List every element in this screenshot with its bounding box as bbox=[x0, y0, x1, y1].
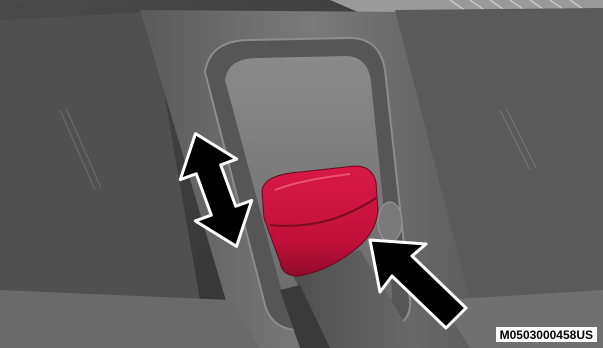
adjuster-release-tab bbox=[378, 202, 402, 242]
figure-code-label: M0503000458US bbox=[496, 327, 597, 342]
